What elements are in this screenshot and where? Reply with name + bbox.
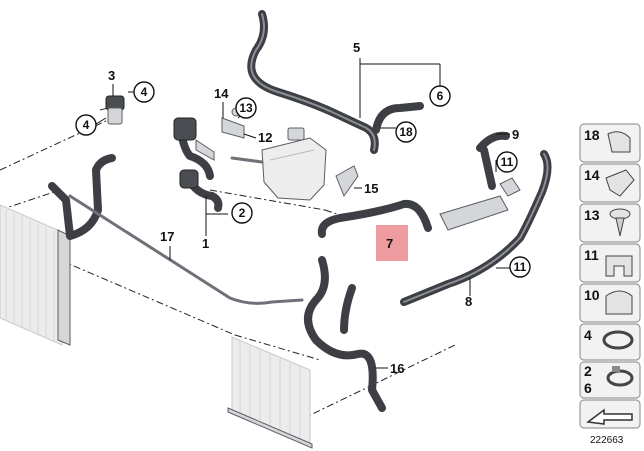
callout-17: 17 — [160, 229, 174, 244]
legend-2-label: 2 — [584, 363, 592, 379]
spring-clamp-pair-icon — [606, 366, 634, 387]
legend-18-label: 18 — [584, 127, 600, 143]
clip-icon — [605, 290, 633, 315]
legend-10-label: 10 — [584, 287, 600, 303]
highlight-box — [376, 225, 408, 261]
callout-8: 8 — [465, 294, 472, 309]
legend-6-label: 6 — [584, 380, 592, 396]
callout-1: 1 — [202, 236, 209, 251]
bracket-15 — [335, 165, 359, 198]
coolant-pump — [173, 117, 215, 189]
callout-11-lower: 11 — [514, 260, 527, 274]
callout-4-left: 4 — [83, 118, 90, 132]
reference-number: 222663 — [590, 435, 624, 446]
callout-9: 9 — [512, 127, 519, 142]
clip-icon — [605, 169, 635, 197]
pipe-17 — [68, 156, 304, 305]
hoses — [48, 10, 552, 412]
retaining-clip-icon — [605, 255, 633, 277]
callout-14: 14 — [214, 86, 229, 101]
hose-clamp-clip-icon — [607, 131, 631, 153]
callout-6: 6 — [437, 89, 444, 103]
screw-icon — [609, 208, 631, 237]
callout-13: 13 — [239, 101, 253, 115]
legend-4-label: 4 — [584, 327, 592, 343]
legend-13-label: 13 — [584, 207, 600, 223]
callout-15: 15 — [364, 181, 378, 196]
callout-5: 5 — [353, 40, 360, 55]
electric-coolant-valve — [439, 177, 521, 231]
callout-11-top: 11 — [501, 155, 514, 169]
spring-clamp-icon — [602, 330, 634, 350]
main-radiator — [0, 204, 71, 346]
auxiliary-radiator — [227, 336, 313, 449]
callout-18: 18 — [399, 125, 413, 139]
mount-3-4 — [105, 95, 125, 125]
callouts: 3 4 4 14 13 12 5 6 18 9 11 15 2 1 17 — [75, 40, 531, 376]
callout-16: 16 — [390, 361, 404, 376]
legend-14-label: 14 — [584, 167, 600, 183]
expansion-tank — [261, 127, 327, 201]
callout-7: 7 — [386, 236, 393, 251]
callout-3: 3 — [108, 68, 115, 83]
parts-legend: 18 14 13 11 10 4 — [579, 123, 641, 446]
callout-4-right: 4 — [141, 85, 148, 99]
callout-12: 12 — [258, 130, 272, 145]
legend-11-label: 11 — [584, 247, 599, 263]
arrow-icon — [586, 408, 633, 425]
callout-2: 2 — [239, 206, 246, 220]
